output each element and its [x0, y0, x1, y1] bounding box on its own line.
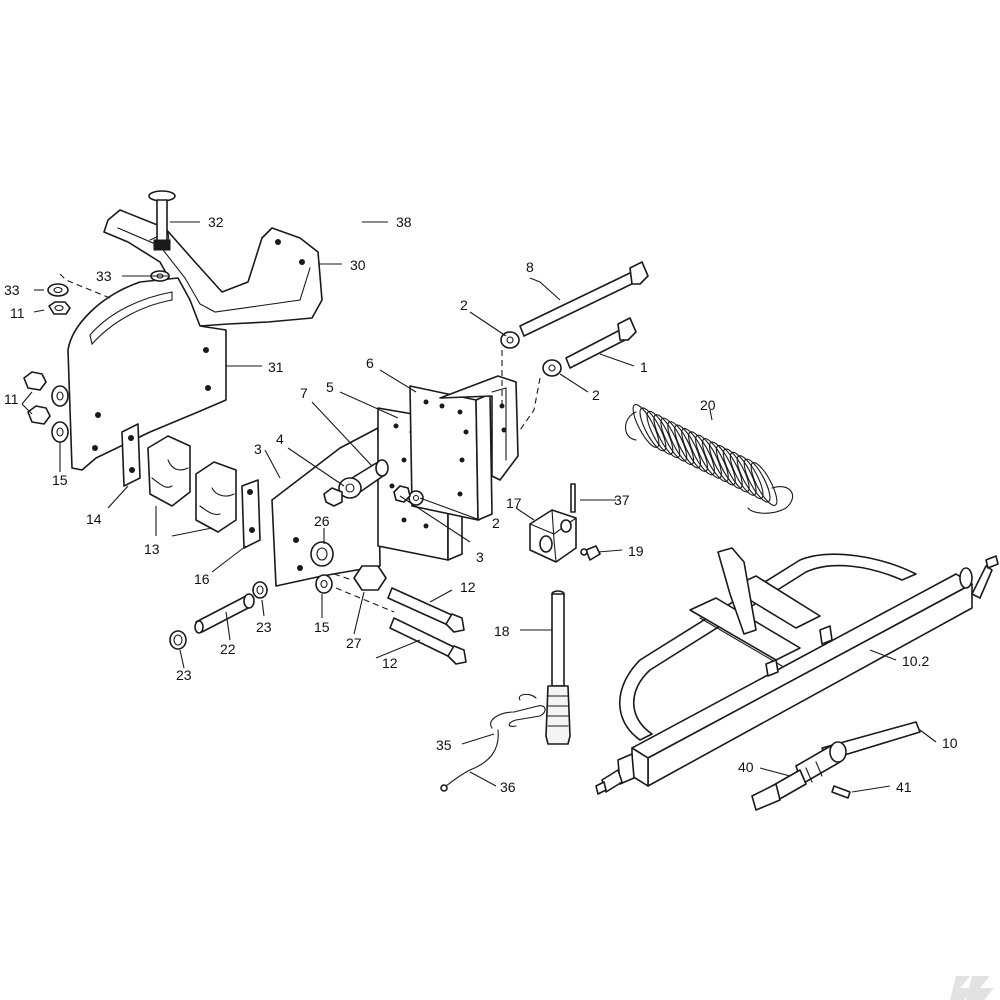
callout-12-upper: 12 [460, 579, 476, 595]
callout-18: 18 [494, 623, 510, 639]
part-14-clamp-plate [121, 423, 141, 487]
brand-logo-icon [950, 976, 994, 1000]
part-22-pin [194, 593, 255, 634]
spring-coil [750, 462, 778, 506]
callout-38: 38 [396, 214, 412, 230]
callout-6: 6 [366, 355, 374, 371]
part-13-clamp-half-left [147, 435, 191, 507]
callout-30: 30 [350, 257, 366, 273]
part-27-nut [353, 565, 387, 591]
part-15-washer-pair [51, 385, 69, 443]
part-37-pin [570, 483, 576, 513]
part-33-washer-left [47, 283, 69, 297]
part-1-bolt [565, 317, 637, 369]
part-20-tension-spring [624, 404, 794, 514]
part-36-lanyard-cable [440, 729, 499, 792]
part-12-bolt-upper [387, 587, 465, 633]
part-16-clamp-plate [241, 479, 261, 549]
part-15-washer-lower [315, 574, 333, 594]
callout-7: 7 [300, 385, 308, 401]
callout-23-left: 23 [176, 667, 192, 683]
part-23-circlip-right [252, 581, 268, 599]
callout-labels: 32 38 30 33 33 11 31 11 15 14 13 16 3 4 … [4, 214, 958, 795]
callout-19: 19 [628, 543, 644, 559]
callout-17: 17 [506, 495, 522, 511]
part-12-bolt-lower [389, 617, 467, 665]
part-32-carriage-bolt [148, 190, 176, 251]
part-18-support-pin [545, 590, 571, 745]
callout-27: 27 [346, 635, 362, 651]
callout-12-lower: 12 [382, 655, 398, 671]
callout-31: 31 [268, 359, 284, 375]
callout-13: 13 [144, 541, 160, 557]
part-19-grease-fitting [580, 545, 601, 561]
part-13-clamp-half-right [195, 461, 237, 533]
callout-26: 26 [314, 513, 330, 529]
callout-33-left: 33 [4, 282, 20, 298]
part-10-2-main-frame [595, 547, 999, 795]
part-17-pivot-block [529, 509, 577, 563]
callout-2-right: 2 [592, 387, 600, 403]
part-23-circlip-left [169, 630, 187, 650]
part-31-mounting-plate [67, 277, 227, 471]
callout-35: 35 [436, 737, 452, 753]
callout-10-2: 10.2 [902, 653, 929, 669]
leader-lines [21, 221, 937, 793]
part-3-nut-center [393, 485, 411, 503]
callout-37: 37 [614, 492, 630, 508]
callout-40: 40 [738, 759, 754, 775]
callout-2-upper: 2 [460, 297, 468, 313]
part-6-plate-channel [409, 375, 519, 521]
callout-4: 4 [276, 431, 284, 447]
callout-2-center: 2 [492, 515, 500, 531]
callout-5: 5 [326, 379, 334, 395]
part-40-stub-shaft [751, 741, 847, 811]
callout-3-center: 3 [476, 549, 484, 565]
callout-33-upper: 33 [96, 268, 112, 284]
callout-32: 32 [208, 214, 224, 230]
callout-11-lower: 11 [4, 391, 19, 407]
callout-23-right: 23 [256, 619, 272, 635]
callout-16: 16 [194, 571, 210, 587]
callout-10: 10 [942, 735, 958, 751]
callout-22: 22 [220, 641, 236, 657]
callout-41: 41 [896, 779, 912, 795]
part-35-spring-clip [490, 693, 546, 729]
callout-8: 8 [526, 259, 534, 275]
part-4-nut [323, 477, 362, 507]
part-11-nut-upper [48, 301, 71, 315]
part-41-roll-pin [831, 785, 851, 799]
callout-20: 20 [700, 397, 716, 413]
callout-3-left: 3 [254, 441, 262, 457]
part-8-long-bolt [519, 261, 649, 337]
callout-15-left: 15 [52, 472, 68, 488]
part-11-nut-pair [23, 371, 51, 425]
callout-36: 36 [500, 779, 516, 795]
callout-14: 14 [86, 511, 102, 527]
callout-1: 1 [640, 359, 648, 375]
part-2-washer-lower [542, 359, 562, 377]
callout-15-lower: 15 [314, 619, 330, 635]
callout-11-upper: 11 [10, 305, 25, 321]
part-26-serrated-washer [310, 541, 334, 567]
